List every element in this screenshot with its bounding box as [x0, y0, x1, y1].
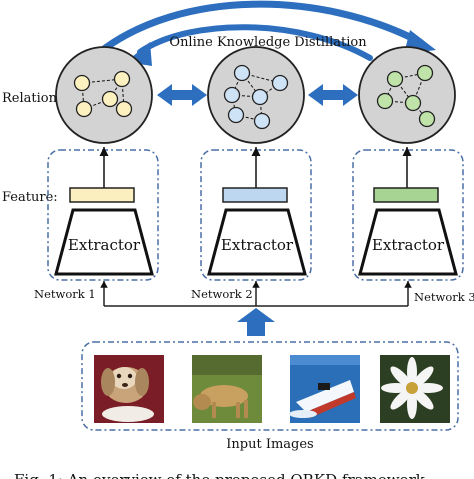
relation-node: [418, 110, 436, 128]
relation-node: [253, 112, 271, 130]
relation-1-nodes: [73, 70, 133, 118]
relation-double-arrow-2-3: [308, 84, 358, 106]
relation-node: [223, 86, 241, 104]
extractor-1: Extractor: [54, 208, 154, 276]
input-image-2: [192, 355, 262, 423]
relation-node: [386, 70, 404, 88]
relation-node: [113, 70, 131, 88]
network-1-label: Network 1: [34, 287, 96, 301]
feature-1: [69, 147, 135, 203]
extractor-3-label: Extractor: [372, 236, 445, 254]
relation-node: [376, 92, 394, 110]
feature-bar-1: [69, 187, 135, 203]
relation-node: [75, 100, 93, 118]
relation-2-nodes: [223, 64, 289, 130]
input-distribution-lines: [100, 281, 412, 307]
relation-graph-1: [55, 46, 153, 144]
input-image-3: [289, 355, 360, 423]
distillation-label: Online Knowledge Distillation: [169, 35, 367, 50]
feature-label: Feature:: [2, 190, 58, 205]
extractor-2: Extractor: [207, 208, 307, 276]
relation-node: [416, 64, 434, 82]
relation-label: Relation:: [2, 91, 61, 106]
input-up-arrow: [237, 308, 275, 336]
extractor-2-label: Extractor: [221, 236, 294, 254]
feature-bar-2: [222, 187, 288, 203]
distillation-arrow-left: [137, 24, 373, 61]
relation-3-nodes: [376, 64, 436, 128]
distillation-arrow-right: [96, 0, 424, 56]
network-2-label: Network 2: [191, 287, 253, 301]
feature-bar-3: [373, 187, 439, 203]
relation-node: [73, 74, 91, 92]
figure-caption: Fig. 1: An overview of the proposed ORKD…: [14, 471, 430, 479]
relation-edge: [109, 78, 123, 100]
feature-3: [373, 147, 439, 203]
relation-graph-2: [207, 46, 305, 144]
relation-node: [101, 90, 119, 108]
relation-node: [227, 106, 245, 124]
extractor-3: Extractor: [358, 208, 458, 276]
extractor-1-label: Extractor: [68, 236, 141, 254]
input-image-4: [380, 355, 450, 423]
relation-node: [233, 64, 251, 82]
input-image-1: [94, 355, 164, 423]
relation-double-arrow-1-2: [157, 84, 207, 106]
relation-node: [404, 94, 422, 112]
feature-2: [222, 147, 288, 203]
input-images-label: Input Images: [226, 437, 313, 452]
relation-node: [251, 88, 269, 106]
relation-node: [271, 74, 289, 92]
relation-graph-3: [358, 46, 456, 144]
input-images-container: [81, 341, 459, 431]
relation-node: [115, 100, 133, 118]
network-3-label: Network 3: [414, 290, 474, 304]
